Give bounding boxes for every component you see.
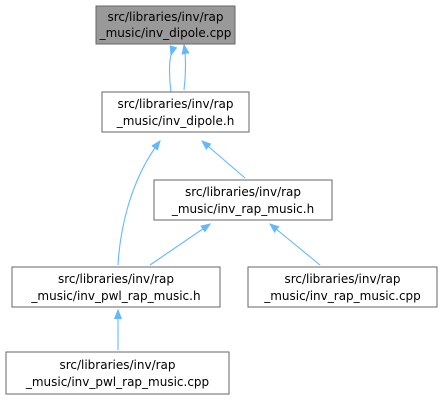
node-label-line1: src/libraries/inv/rap (107, 10, 223, 24)
edge-rap-music-h-to-dipole-h (202, 141, 246, 179)
node-inv-dipole-h[interactable]: src/libraries/inv/rap _music/inv_dipole.… (101, 91, 250, 133)
node-label-line1: src/libraries/inv/rap (117, 97, 233, 111)
node-label-line1: src/libraries/inv/rap (58, 272, 174, 286)
node-label-line1: src/libraries/inv/rap (284, 272, 400, 286)
node-label-line2: _music/inv_dipole.h (116, 114, 235, 128)
edge-dipole-cpp-to-dipole-h (184, 45, 186, 91)
node-box (11, 266, 221, 308)
node-label-line2: _music/inv_rap_music.cpp (263, 289, 421, 303)
edges (117, 45, 321, 350)
node-label-line2: _music/inv_dipole.cpp (99, 26, 232, 40)
node-box (5, 351, 230, 395)
edge-rap-music-cpp-to-rap-music-h (270, 224, 321, 266)
node-label-line2: _music/inv_pwl_rap_music.h (30, 289, 200, 303)
node-label-line2: _music/inv_pwl_rap_music.cpp (25, 375, 209, 389)
edge-pwl-rap-music-h-to-rap-music-h (149, 224, 210, 266)
node-inv-pwl-rap-music-cpp[interactable]: src/libraries/inv/rap _music/inv_pwl_rap… (5, 351, 230, 395)
node-inv-rap-music-h[interactable]: src/libraries/inv/rap _music/inv_rap_mus… (153, 179, 333, 221)
node-inv-rap-music-cpp[interactable]: src/libraries/inv/rap _music/inv_rap_mus… (247, 266, 438, 308)
node-box (153, 179, 333, 221)
edge-dipole-h-to-dipole-cpp (168, 55, 172, 93)
node-label-line2: _music/inv_rap_music.h (171, 202, 314, 216)
node-label-line1: src/libraries/inv/rap (59, 358, 175, 372)
node-inv-pwl-rap-music-h[interactable]: src/libraries/inv/rap _music/inv_pwl_rap… (11, 266, 221, 308)
node-box (95, 5, 236, 45)
node-box (101, 91, 250, 133)
node-label-line1: src/libraries/inv/rap (185, 185, 301, 199)
node-box (247, 266, 438, 308)
node-inv-dipole-cpp[interactable]: src/libraries/inv/rap _music/inv_dipole.… (95, 5, 236, 45)
edge-pwl-rap-music-h-to-dipole-h (117, 141, 160, 266)
